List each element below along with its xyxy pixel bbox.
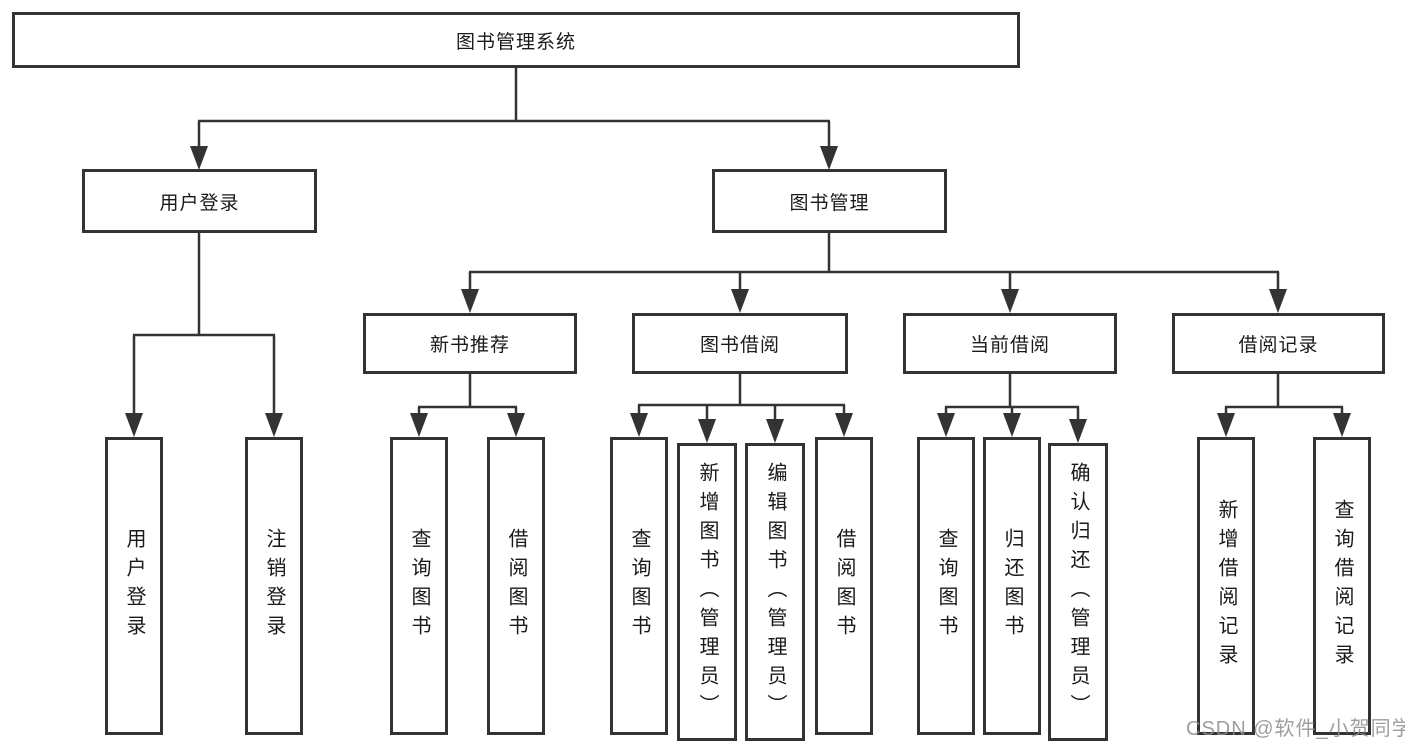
node-label: 图书借阅 [699,335,780,356]
leaf-confirm-return-admin: 确认归还（管理员） [1048,443,1108,741]
connector-new-book-rec [417,374,518,433]
leaf-logout: 注销登录 [245,437,303,735]
connector-book-mgmt [468,233,1280,309]
node-current-borrowing: 当前借阅 [903,313,1117,374]
node-label: 查询图书 [628,528,650,644]
node-label: 新增图书（管理员） [696,461,718,723]
arrowheads [125,146,1351,443]
leaf-return-book: 归还图书 [983,437,1041,735]
node-label: 借阅记录 [1238,335,1319,356]
node-label: 借阅图书 [505,528,527,644]
node-label: 编辑图书（管理员） [764,461,786,723]
node-book-management: 图书管理 [712,169,947,233]
leaf-user-login: 用户登录 [105,437,163,735]
connector-borrow-records [1224,374,1344,433]
node-label: 注销登录 [263,528,285,644]
leaf-edit-book-admin: 编辑图书（管理员） [745,443,805,741]
node-label: 归还图书 [1001,528,1023,644]
node-book-borrowing: 图书借阅 [632,313,848,374]
leaf-query-books-recommend: 查询图书 [390,437,448,735]
node-label: 图书管理 [789,192,870,214]
node-label: 查询图书 [408,528,430,644]
leaf-query-books-borrow: 查询图书 [610,437,668,735]
connector-book-borrow [637,374,846,439]
leaf-borrow-books: 借阅图书 [815,437,873,735]
node-label: 新书推荐 [429,335,510,356]
node-label: 用户登录 [123,528,145,644]
node-label: 当前借阅 [969,335,1050,356]
node-label: 确认归还（管理员） [1067,461,1089,723]
node-library-management-system: 图书管理系统 [12,12,1020,68]
leaf-query-books-current: 查询图书 [917,437,975,735]
node-user-login: 用户登录 [82,169,317,233]
node-label: 查询借阅记录 [1331,499,1353,673]
node-label: 图书管理系统 [455,31,576,53]
node-label: 查询图书 [935,528,957,644]
connector-root [197,68,831,166]
node-borrowing-records: 借阅记录 [1172,313,1385,374]
leaf-query-borrow-record: 查询借阅记录 [1313,437,1371,735]
node-label: 新增借阅记录 [1215,499,1237,673]
node-new-book-recommend: 新书推荐 [363,313,577,374]
node-label: 借阅图书 [833,528,855,644]
leaf-add-book-admin: 新增图书（管理员） [677,443,737,741]
leaf-add-borrow-record: 新增借阅记录 [1197,437,1255,735]
node-label: 用户登录 [159,192,240,214]
csdn-watermark: CSDN @软件_小贺同学 [1186,718,1405,740]
connector-user-login [132,233,276,433]
leaf-borrow-books-recommend: 借阅图书 [487,437,545,735]
